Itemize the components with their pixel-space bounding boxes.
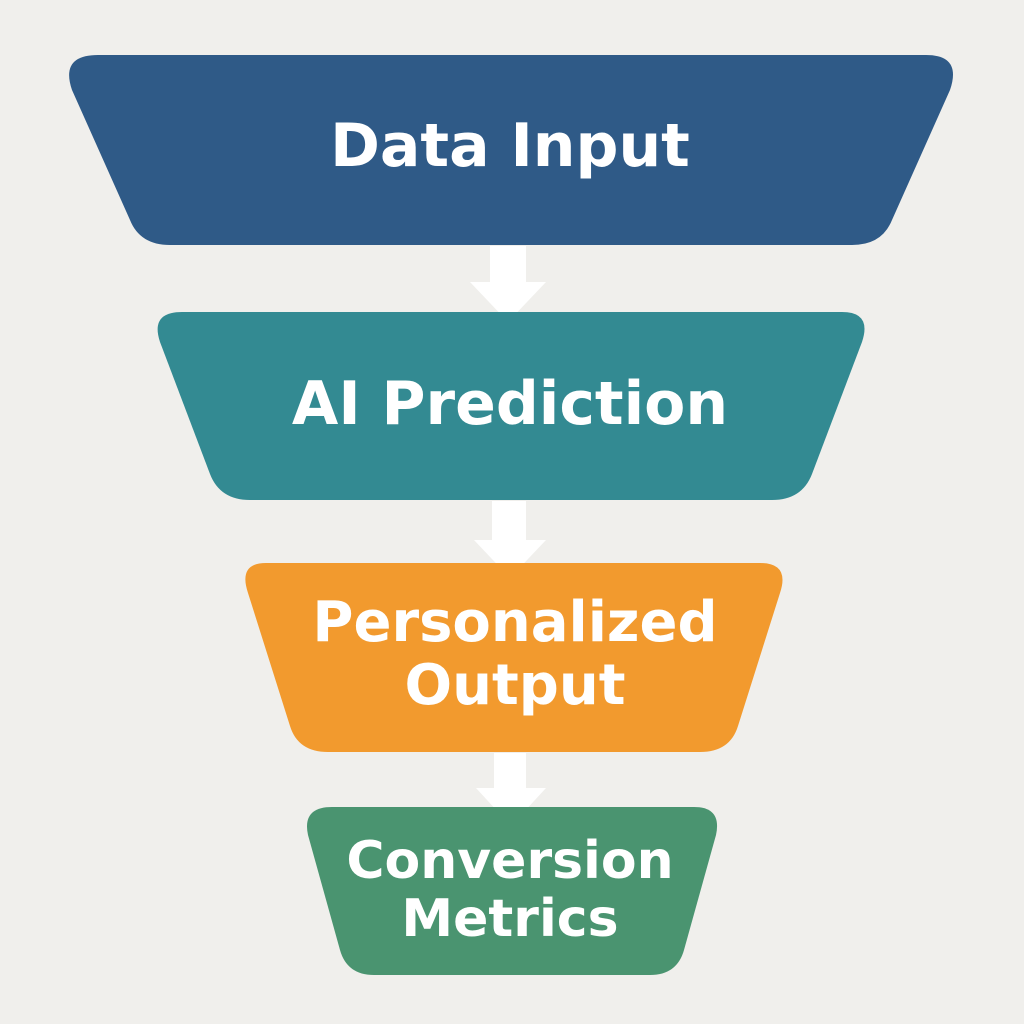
stage-ai-prediction-shape (157, 312, 865, 500)
arrow-down-icon (470, 246, 546, 322)
arrow-down-icon (474, 501, 546, 578)
stage-personalized-output-shape (245, 563, 783, 752)
stage-label-conversion-metrics: Conversion Metrics (346, 830, 674, 949)
stage-conversion-metrics-shape (307, 807, 718, 975)
stage-data-input-shape (69, 55, 954, 245)
stage-label-ai-prediction: AI Prediction (291, 369, 729, 440)
stage-label-data-input: Data Input (330, 111, 690, 182)
stage-label-personalized-output: Personalized Output (312, 590, 718, 718)
